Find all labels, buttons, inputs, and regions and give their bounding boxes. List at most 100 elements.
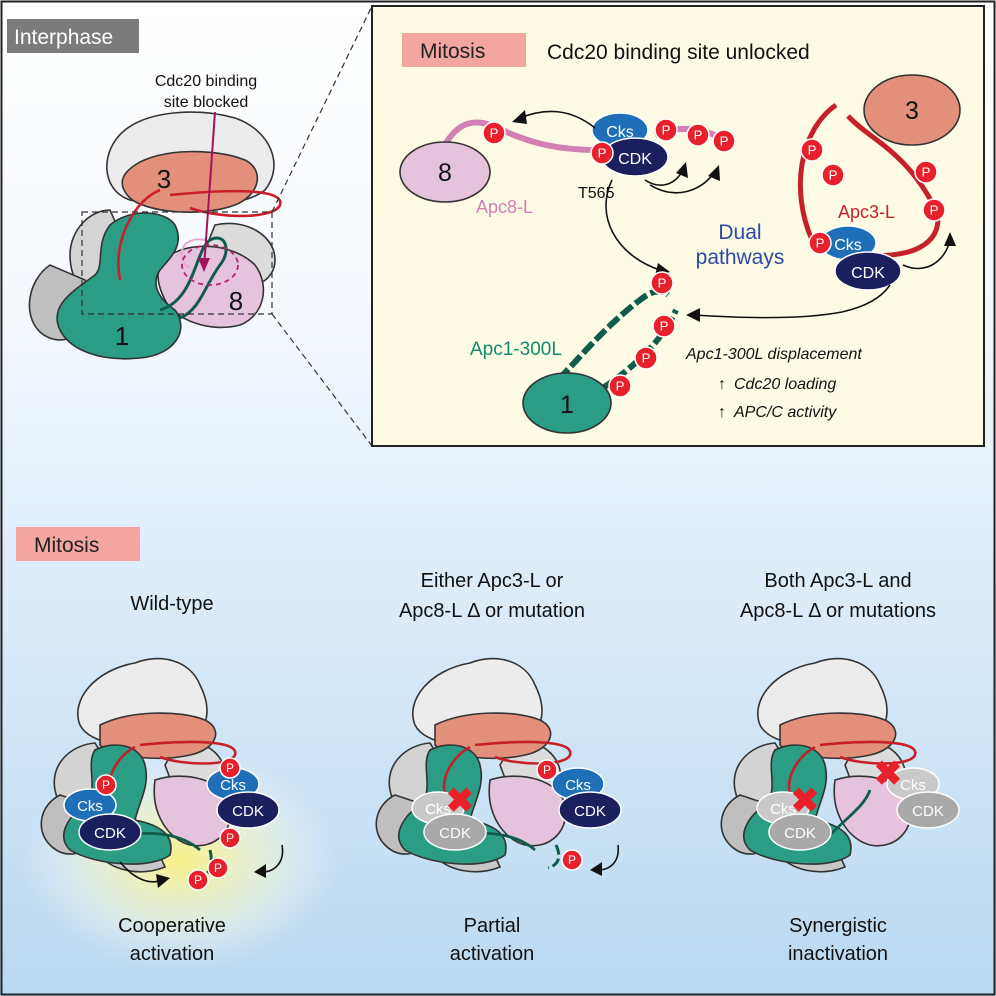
panel-wt-result-2: activation	[130, 943, 215, 965]
inset-apc8-body	[399, 141, 491, 203]
partial-cks-label-inactive: Cks	[425, 801, 451, 818]
syn-cks-label-2: Cks	[900, 777, 926, 794]
phospho-site-bottom-2: P	[219, 757, 241, 779]
svg-text:P: P	[226, 761, 234, 775]
panel-syn-result-2: inactivation	[788, 943, 888, 965]
wt-cks-label-2: Cks	[220, 777, 246, 794]
interphase-badge-label: Interphase	[14, 26, 113, 49]
apc1-loop-label: Apc1-300L	[470, 339, 562, 360]
phospho-site-inset-8: P	[914, 160, 938, 184]
inset-title: Cdc20 binding site unlocked	[547, 41, 810, 64]
phospho-site-inset-2: P	[590, 141, 614, 165]
svg-text:P: P	[102, 778, 110, 792]
svg-text:P: P	[930, 203, 939, 218]
inset-cks-apc8-label: Cks	[606, 124, 634, 141]
panel-syn-result-1: Synergistic	[789, 915, 887, 937]
partial-cdk-label-inactive: CDK	[439, 825, 471, 842]
effect-apcc-activity: APC/C activity	[733, 404, 837, 421]
svg-text:P: P	[720, 134, 729, 149]
inset-cdk-apc3-label: CDK	[851, 265, 885, 282]
svg-text:P: P	[642, 351, 651, 366]
apc3-body	[121, 150, 259, 213]
phospho-site-bottom-3: P	[219, 827, 241, 849]
partial-cdk-label: CDK	[574, 803, 606, 820]
interphase-complex: 3 8 1	[28, 111, 282, 360]
syn-block-x-1: ✖	[791, 782, 820, 820]
syn-cdk-label-1: CDK	[784, 825, 816, 842]
panel-wt-result-1: Cooperative	[118, 915, 226, 937]
zoom-line-top	[271, 5, 373, 213]
apc1-label: 1	[115, 321, 129, 351]
phospho-site-inset-5: P	[712, 129, 736, 153]
syn-block-x-2: ✖	[874, 755, 903, 793]
t565-label: T565	[578, 185, 615, 202]
phospho-site-inset-7: P	[821, 163, 845, 187]
phospho-site-bottom-6: P	[187, 869, 209, 891]
svg-text:P: P	[598, 146, 607, 161]
phospho-site-inset-3: P	[654, 118, 678, 142]
svg-text:P: P	[568, 853, 576, 867]
phospho-site-inset-10: P	[808, 231, 832, 255]
wt-cdk-label-1: CDK	[94, 825, 126, 842]
panel-synergistic-kinases: Cks CDK ✖ Cks CDK ✖	[756, 755, 960, 851]
phospho-site-inset-12: P	[652, 314, 676, 338]
interphase-badge	[7, 19, 139, 53]
svg-text:P: P	[662, 123, 671, 138]
phospho-site-bottom-7: P	[536, 759, 558, 781]
bottom-mitosis-badge-label: Mitosis	[34, 534, 99, 557]
arrow-apc8-phospho	[519, 110, 596, 129]
panel-partial-heading-1: Either Apc3-L or	[421, 570, 564, 592]
syn-cdk-label-2: CDK	[912, 803, 944, 820]
svg-text:P: P	[816, 236, 825, 251]
arrow-apc3-to-apc1	[694, 284, 891, 319]
panel-wt-heading: Wild-type	[130, 593, 213, 615]
pathways-line-1: Dual	[718, 221, 761, 244]
apc1-body	[56, 212, 182, 360]
svg-text:P: P	[658, 276, 667, 291]
panel-partial-result-2: activation	[450, 943, 535, 965]
pathways-line-2: pathways	[696, 246, 785, 269]
zoom-line-bottom	[271, 313, 373, 447]
zoom-region-box	[81, 211, 273, 315]
inset-mitosis-badge-label: Mitosis	[420, 40, 485, 63]
svg-text:P: P	[214, 861, 222, 875]
svg-text:P: P	[490, 126, 499, 141]
phospho-site-inset-9: P	[922, 198, 946, 222]
inset-apc3-body	[863, 74, 961, 146]
svg-text:P: P	[616, 379, 625, 394]
mitosis-inset: Mitosis Cdc20 binding site unlocked 8 Ap…	[371, 5, 985, 447]
bottom-panels: Mitosis Wild-type Either Apc3-L or Apc8-…	[16, 527, 960, 970]
phospho-site-bottom-1: P	[95, 774, 117, 796]
svg-text:P: P	[808, 143, 817, 158]
inset-apc1-body	[522, 372, 612, 434]
partial-block-x: ✖	[446, 782, 475, 820]
panel-partial-kinases: Cks CDK ✖ Cks CDK	[411, 767, 622, 876]
inset-frame	[371, 5, 985, 447]
panel-partial-heading-2: Apc8-L Δ or mutation	[399, 600, 585, 622]
inset-cdk-apc8-label: CDK	[618, 151, 652, 168]
up-arrow-2: ↑	[718, 404, 726, 421]
wt-cdk-label-2: CDK	[232, 803, 264, 820]
svg-text:P: P	[694, 128, 703, 143]
panel-syn-heading-2: Apc8-L Δ or mutations	[740, 600, 936, 622]
svg-text:P: P	[226, 831, 234, 845]
panel-syn-heading-1: Both Apc3-L and	[764, 570, 911, 592]
svg-text:P: P	[922, 165, 931, 180]
wt-cks-label-1: Cks	[77, 798, 103, 815]
svg-text:P: P	[829, 168, 838, 183]
svg-text:P: P	[660, 319, 669, 334]
bottom-mitosis-badge	[16, 527, 140, 561]
phospho-site-inset-4: P	[686, 123, 710, 147]
syn-cks-label-1: Cks	[770, 801, 796, 818]
up-arrow-1: ↑	[718, 376, 726, 393]
apc3-loop-label: Apc3-L	[838, 202, 895, 222]
callout-pointer	[203, 111, 216, 269]
callout-line-2: site blocked	[164, 94, 249, 111]
phospho-site-inset-14: P	[608, 374, 632, 398]
phospho-site-bottom-4: P	[207, 857, 229, 879]
inset-apc8-label: 8	[438, 159, 452, 187]
phospho-site-bottom-8: P	[561, 849, 583, 871]
